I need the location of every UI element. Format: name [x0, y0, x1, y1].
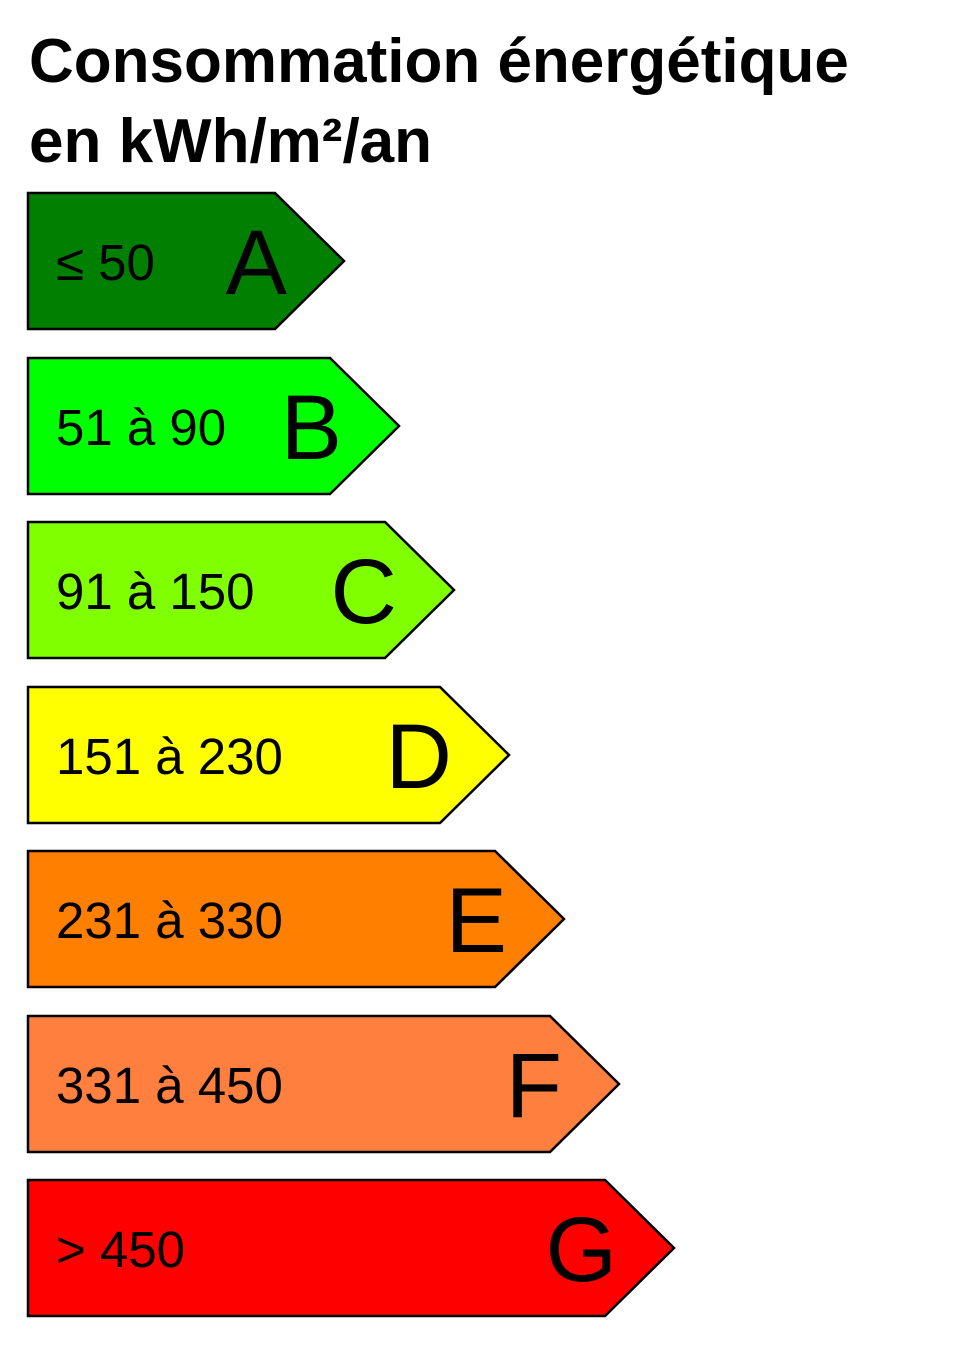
rating-class-letter: G [545, 1199, 617, 1301]
rating-range-label: 231 à 330 [56, 892, 283, 949]
rating-class-a: ≤ 50 A [26, 191, 346, 331]
rating-arrow-shape [26, 356, 401, 496]
rating-class-letter: E [445, 870, 507, 972]
rating-range-label: 151 à 230 [56, 728, 283, 785]
rating-class-letter: F [505, 1035, 562, 1137]
rating-class-f: 331 à 450 F [26, 1014, 621, 1154]
rating-range-label: ≤ 50 [56, 234, 155, 291]
rating-class-letter: D [385, 706, 452, 808]
rating-class-b: 51 à 90 B [26, 356, 401, 496]
rating-class-g: > 450 G [26, 1178, 676, 1318]
rating-range-label: 91 à 150 [56, 563, 255, 620]
rating-arrow-shape [26, 685, 511, 825]
rating-class-e: 231 à 330 E [26, 849, 566, 989]
rating-arrow-shape [26, 1178, 676, 1318]
rating-class-letter: C [330, 541, 397, 643]
rating-range-label: > 450 [56, 1221, 186, 1278]
title-line-1: Consommation énergétique [29, 27, 849, 96]
rating-class-d: 151 à 230 D [26, 685, 511, 825]
rating-class-c: 91 à 150 C [26, 520, 456, 660]
rating-class-letter: A [225, 212, 287, 314]
rating-class-letter: B [280, 377, 342, 479]
rating-arrow-shape [26, 520, 456, 660]
rating-arrow-shape [26, 849, 566, 989]
title-line-2: en kWh/m²/an [29, 107, 433, 176]
rating-arrow-shape [26, 191, 346, 331]
rating-range-label: 51 à 90 [56, 399, 227, 456]
page-title: Consommation énergétique en kWh/m²/an [29, 22, 849, 182]
rating-range-label: 331 à 450 [56, 1057, 283, 1114]
rating-arrow-shape [26, 1014, 621, 1154]
